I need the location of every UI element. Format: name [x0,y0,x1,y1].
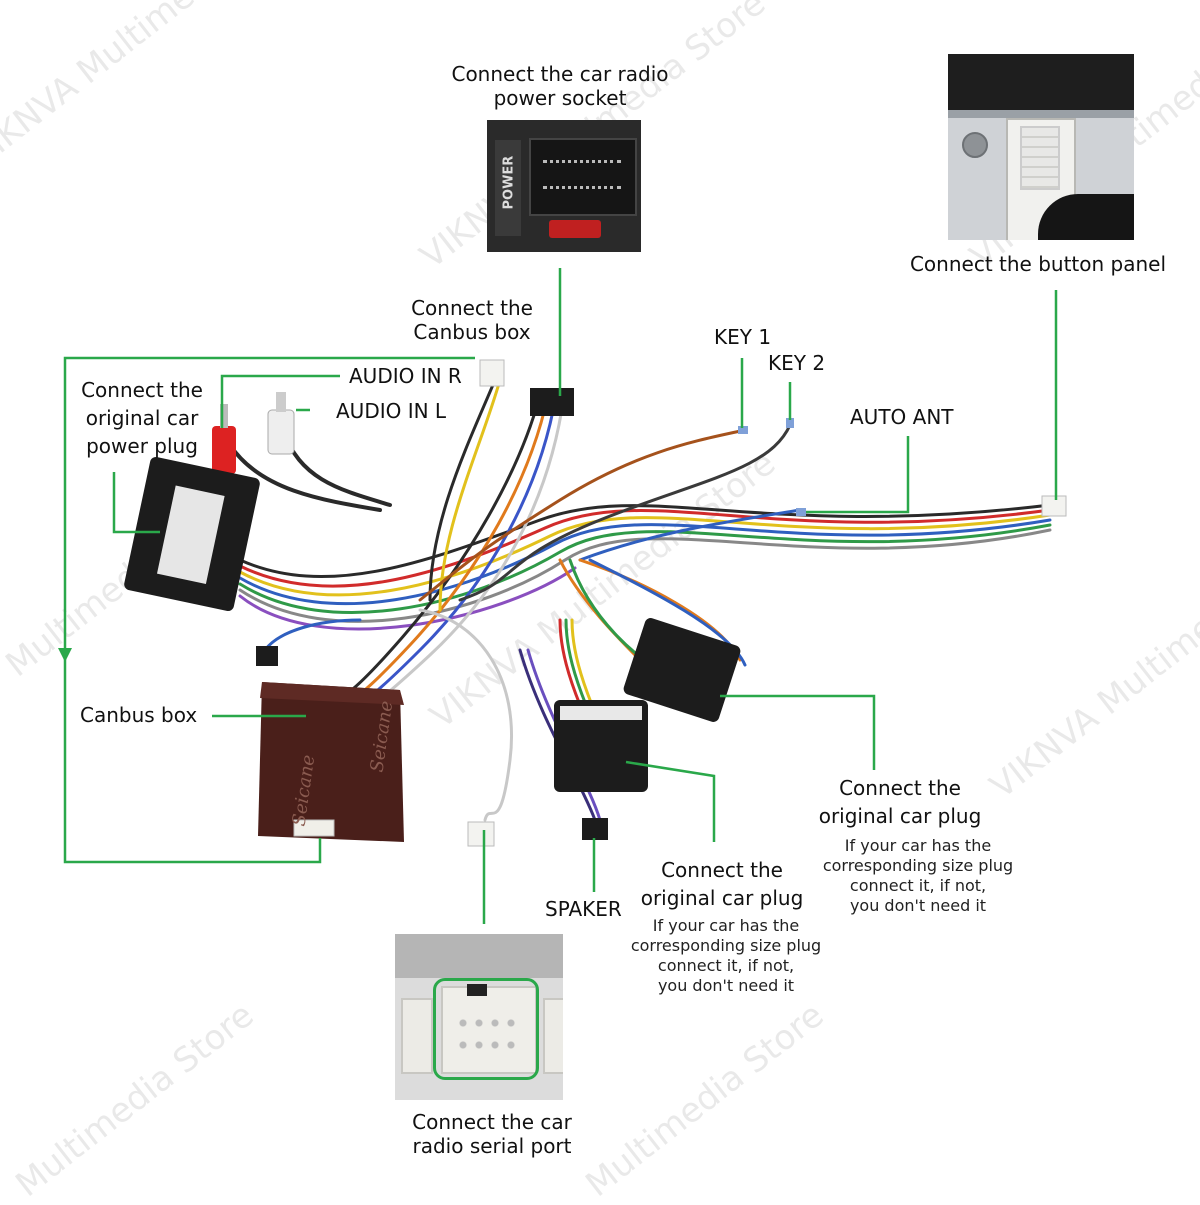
label-button-panel: Connect the button panel [909,252,1167,276]
serial-port-photo [395,934,563,1100]
label-key2: KEY 2 [768,351,826,375]
label-audio-in-r: AUDIO IN R [349,364,462,388]
auto-ant-tip [796,508,806,516]
button-panel-connector [1041,495,1067,517]
small-connector [256,646,278,666]
original-power-plug [124,456,260,612]
rca-plugs [212,392,295,474]
label-key1: KEY 1 [714,325,772,349]
serial-connector [467,821,495,847]
button-panel-photo [948,54,1134,240]
canbus-box-unit [258,682,404,842]
key1-tip [738,426,748,434]
arrow-head [58,648,72,662]
serial-port-highlight [433,978,539,1080]
label-canbus-box: Canbus box [80,703,198,727]
original-car-plug-mid-unit [554,700,648,792]
label-auto-ant: AUTO ANT [850,405,954,429]
power-socket-plug [530,388,574,416]
original-car-plug-right-unit [623,618,741,722]
leader-lines [63,268,1058,924]
label-audio-in-l: AUDIO IN L [336,399,447,423]
label-spaker: SPAKER [545,897,622,921]
power-socket-photo: POWER [487,120,641,252]
canbus-connector [479,359,505,387]
wire-bundle [228,378,1052,822]
spaker-connector [582,818,608,840]
key2-tip [786,418,794,428]
